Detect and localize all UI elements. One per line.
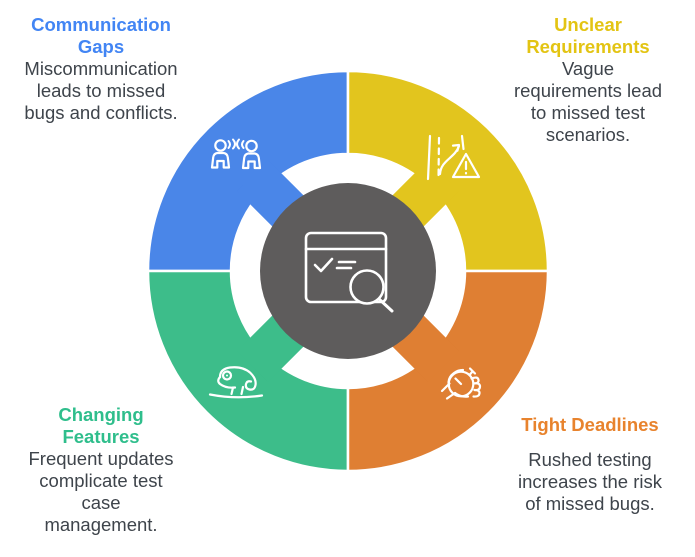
label-block-unclear-requirements: Unclear Requirements Vague requirements … — [498, 14, 678, 146]
segment-description: Vague requirements lead to missed test s… — [513, 58, 663, 145]
forked-road-warning-icon — [426, 134, 481, 181]
segment-title: Unclear Requirements — [526, 14, 650, 57]
segment-tight-deadlines — [346, 269, 550, 473]
segment-description: Rushed testing increases the risk of mis… — [518, 449, 662, 514]
segment-unclear-requirements — [346, 69, 550, 273]
test-window-magnifier-icon — [304, 231, 394, 313]
segment-description: Frequent updates complicate test case ma… — [28, 448, 174, 535]
chameleon-icon — [208, 366, 264, 399]
label-block-communication-gaps: Communication Gaps Miscommunication lead… — [11, 14, 191, 124]
segment-title: Changing Features — [58, 404, 144, 447]
hand-stopwatch-icon — [440, 367, 482, 400]
segment-description: Miscommunication leads to missed bugs an… — [24, 58, 178, 123]
segment-title: Communication Gaps — [31, 14, 171, 57]
center-circle — [260, 183, 436, 359]
label-block-changing-features: Changing Features Frequent updates compl… — [11, 404, 191, 536]
segment-title: Tight Deadlines — [521, 414, 659, 435]
people-talking-icon — [210, 138, 262, 170]
segment-communication-gaps — [146, 69, 350, 273]
label-block-tight-deadlines: Tight Deadlines Rushed testing increases… — [497, 414, 683, 515]
